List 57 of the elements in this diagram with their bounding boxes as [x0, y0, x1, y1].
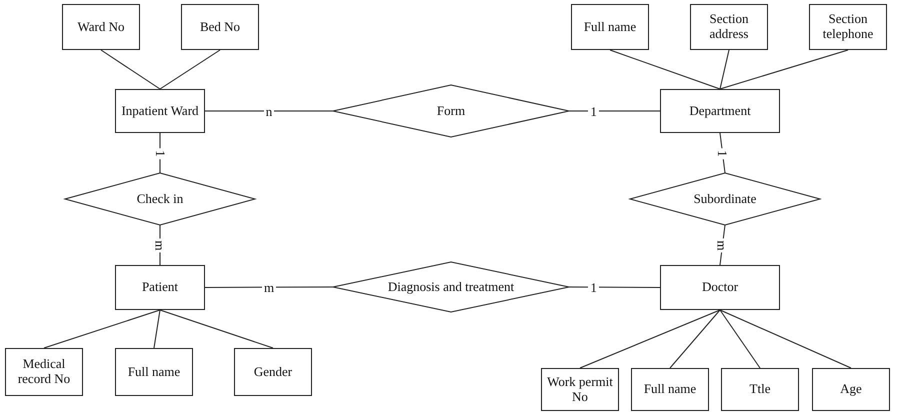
- connector-line: [580, 310, 720, 368]
- attribute-name: Medical record No: [16, 357, 72, 387]
- entity-name: Department: [688, 104, 752, 118]
- connector-line: [670, 310, 720, 368]
- connector-line: [568, 110, 660, 112]
- attribute-name: Full name: [582, 20, 638, 34]
- attribute-name: Section telephone: [822, 12, 874, 42]
- entity-box: [660, 89, 780, 133]
- connector-line: [568, 286, 660, 288]
- cardinality-label: 1: [588, 280, 599, 294]
- connector-line: [610, 50, 720, 90]
- attribute-name: Gender: [252, 364, 294, 380]
- attribute-box: [690, 4, 768, 50]
- attribute-name: Ward No: [76, 20, 126, 34]
- attribute-name: Age: [839, 382, 863, 397]
- attribute-box: [181, 4, 259, 50]
- entity-name: Patient: [140, 280, 180, 295]
- cardinality-label: 1: [716, 148, 729, 158]
- attribute-box: [115, 348, 193, 396]
- attribute-name: Bed No: [198, 20, 242, 34]
- relationship-name: Subordinate: [692, 192, 758, 206]
- attribute-name: Full name: [642, 382, 698, 397]
- entity-box: [115, 89, 205, 133]
- attribute-box: [631, 368, 709, 411]
- attribute-box: [809, 4, 887, 50]
- entity-name: Doctor: [700, 280, 740, 295]
- relationship-name: Form: [436, 104, 466, 118]
- connector-line: [720, 50, 848, 90]
- connector-line: [720, 132, 726, 174]
- entity-box: [115, 265, 205, 310]
- attribute-box: [5, 348, 83, 396]
- cardinality-label: 1: [154, 148, 166, 158]
- connector-line: [100, 50, 160, 90]
- attribute-name: Section address: [708, 12, 750, 42]
- connector-line: [44, 310, 160, 348]
- connector-line: [160, 50, 220, 90]
- entity-name: Inpatient Ward: [120, 104, 200, 118]
- cardinality-label: 1: [588, 104, 599, 118]
- attribute-box: [234, 348, 312, 396]
- connector-line: [204, 286, 334, 288]
- attribute-box: [62, 4, 140, 50]
- connector-line: [720, 310, 852, 368]
- connector-line: [154, 310, 160, 348]
- connector-line: [720, 50, 730, 90]
- attribute-name: Full name: [126, 364, 182, 380]
- attribute-name: Ttle: [748, 382, 772, 397]
- relationship-name: Check in: [136, 192, 184, 206]
- attribute-box: [721, 368, 799, 411]
- attribute-name: Work permit No: [546, 374, 614, 404]
- relationship-name: Diagnosis and treatment: [386, 280, 516, 294]
- connector-line: [204, 110, 334, 112]
- entity-box: [660, 265, 780, 310]
- attribute-box: [571, 4, 649, 50]
- connector-line: [720, 310, 760, 368]
- connector-line: [160, 310, 274, 348]
- attribute-box: [812, 368, 890, 411]
- attribute-box: [541, 368, 619, 411]
